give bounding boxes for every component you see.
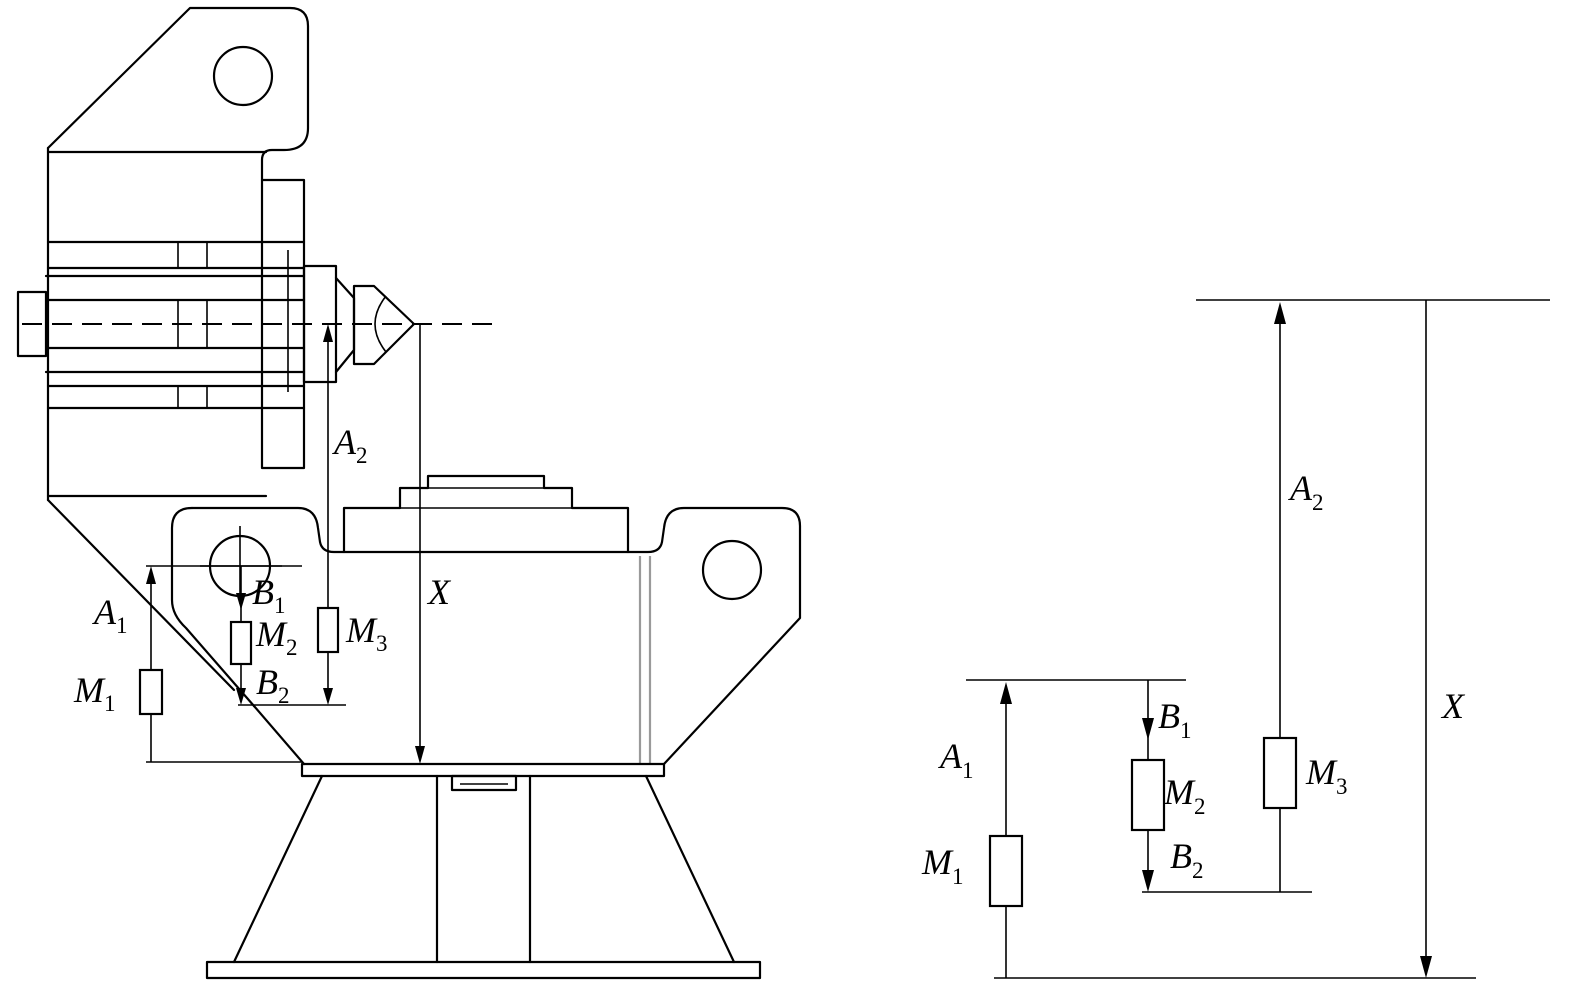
chain-label-B2: B2 [1170,836,1204,883]
chain-arrowhead-X [1420,956,1432,978]
chain-label-M2: M2 [1163,772,1206,819]
dimension-chain: A2 X B1 A1 M3 M2 B2 M1 [921,299,1550,979]
upper-lifting-eye [212,45,274,107]
label-X: X [426,572,452,612]
shaft-nose-cone [352,284,416,366]
shaft-end-cap [16,290,48,358]
label-M1: M1 [73,670,116,716]
stepped-top [342,474,630,554]
arrowhead-A1 [146,566,156,584]
link-box-M1 [138,668,164,716]
chain-label-M3: M3 [1305,752,1348,799]
chain-label-X: X [1440,686,1466,726]
lower-body-outline [190,506,802,766]
arrowhead-X [415,746,425,764]
chain-box-M1 [988,834,1024,908]
lower-lifting-eye [701,539,763,601]
chain-label-B1: B1 [1158,696,1192,743]
upper-block-chamfer [46,498,236,692]
arrowhead-A2 [323,324,333,342]
chain-label-A2: A2 [1288,468,1324,515]
stand-leg [644,774,736,964]
chain-arrowhead-A1 [1000,682,1012,704]
label-M3: M3 [345,610,388,656]
chain-label-M1: M1 [921,842,964,889]
base-pad [450,774,518,792]
link-box-M3 [316,606,340,654]
stand-leg [232,774,324,964]
chain-arrowhead-B2 [1142,870,1154,892]
lower-body-chamfer [252,704,306,766]
arrowhead-B1 [236,593,246,610]
label-B1: B1 [252,572,286,618]
floor-plate [205,960,762,980]
chain-arrowhead-A2 [1274,302,1286,324]
link-box-M2 [229,620,253,666]
label-B2: B2 [256,662,290,708]
arrowhead-B2 [236,688,246,705]
label-M2: M2 [255,614,298,660]
chain-box-M2 [1130,758,1166,832]
chain-arrowhead-B1 [1142,718,1154,740]
machine-drawing: A2 X A1 B1 M2 M3 B2 M1 [16,6,802,980]
upper-bracket-outline [46,6,310,182]
arrowhead-M3 [323,688,333,705]
chain-box-M3 [1262,736,1298,810]
lower-body-left-edge [170,506,256,708]
label-A1: A1 [92,592,128,638]
base-plate [300,762,666,778]
label-A2: A2 [332,422,368,468]
shaft-nose-arc [374,295,387,353]
chain-label-A1: A1 [938,736,974,783]
